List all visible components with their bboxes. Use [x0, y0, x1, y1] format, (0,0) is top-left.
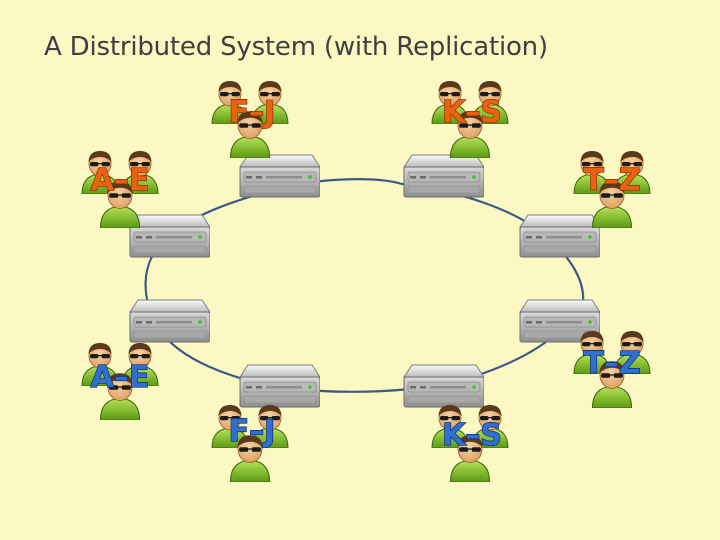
user-group-primary-t-z: T–Z: [574, 151, 650, 228]
range-label: T–Z: [583, 346, 640, 381]
server-icon: [403, 154, 484, 198]
user-group-replica-a-e: A–E: [82, 343, 158, 420]
user-group-primary-a-e: A–E: [82, 151, 158, 228]
user-group-replica-f-j: F–J: [212, 405, 288, 482]
server-icon: [129, 299, 210, 343]
network-ring: [144, 178, 585, 393]
slide-title: A Distributed System (with Replication): [44, 32, 548, 62]
user-group-primary-k-s: K–S: [432, 81, 508, 158]
range-label: F–J: [229, 414, 276, 449]
range-label: A–E: [91, 360, 150, 395]
range-label: K–S: [442, 418, 502, 453]
server-icon: [239, 364, 320, 408]
range-label: F–J: [229, 95, 276, 130]
server-icon: [403, 364, 484, 408]
server-icon: [239, 154, 320, 198]
user-group-replica-t-z: T–Z: [574, 331, 650, 408]
user-group-primary-f-j: F–J: [212, 81, 288, 158]
range-label: K–S: [442, 95, 502, 130]
range-label: T–Z: [583, 163, 640, 198]
user-group-replica-k-s: K–S: [432, 405, 508, 482]
range-label: A–E: [91, 163, 150, 198]
server-icon: [519, 214, 600, 258]
server-icon: [129, 214, 210, 258]
